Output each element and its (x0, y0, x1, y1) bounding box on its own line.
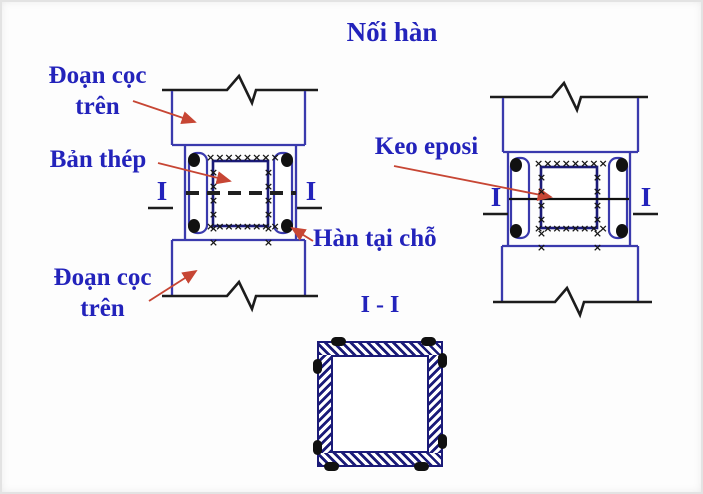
break-symbol-top-right (490, 80, 648, 114)
hatch-band-top (319, 343, 441, 355)
weld-x-marks-top: ×××××××× (206, 151, 280, 164)
label-lower-pile-line2: trên (80, 294, 125, 322)
section-view-square (313, 337, 447, 471)
label-upper-pile-line1: Đoạn cọc (48, 62, 147, 89)
corner-weld-blob (324, 462, 339, 471)
upper-pile-outline-left (170, 91, 307, 147)
weld-x-marks-right: ×××××× (262, 166, 275, 250)
lower-pile-outline-right (500, 244, 640, 302)
weld-blob (281, 153, 293, 167)
label-steel-plate: Bản thép (49, 146, 147, 173)
page-title: Nối hàn (346, 17, 438, 47)
arrow-epoxy (393, 165, 553, 201)
weld-x-marks-bottom: ×××××××× (534, 222, 608, 235)
section-marker-I-right1: I (305, 176, 317, 206)
upper-pile-outline-right (501, 98, 640, 154)
hatch-band-left (319, 355, 331, 453)
weld-x-marks-bottom: ×××××××× (206, 220, 280, 233)
weld-blob (281, 219, 293, 233)
weld-x-marks-right: ×××××× (591, 171, 604, 255)
weld-blob (188, 153, 200, 167)
break-symbol-top-left (162, 73, 318, 107)
weld-x-marks-top: ×××××××× (534, 157, 608, 170)
lower-pile-outline-left (170, 238, 307, 296)
label-upper-pile-line2: trên (75, 92, 120, 120)
break-symbol-bottom-left (162, 279, 318, 313)
section-view-title: I - I (360, 292, 400, 318)
label-lower-pile-line1: Đoạn cọc (53, 264, 152, 291)
weld-x-marks-left: ×××××× (207, 166, 220, 250)
weld-blob (510, 158, 522, 172)
section-marker-I-right2: I (640, 182, 652, 212)
weld-x-marks-left: ×××××× (535, 171, 548, 255)
break-symbol-bottom-right (493, 285, 652, 319)
corner-weld-blob (438, 353, 447, 368)
hatch-band-right (429, 355, 441, 453)
splice-collar-right (506, 152, 632, 246)
weld-blob (616, 224, 628, 238)
section-marker-I-left2: I (490, 182, 502, 212)
weld-blob (616, 158, 628, 172)
corner-weld-blob (313, 359, 322, 374)
right-diagram (483, 80, 658, 319)
label-upper-pile: Đoạn cọc trên (30, 61, 165, 122)
hatch-band-bottom (319, 453, 441, 465)
corner-weld-blob (313, 440, 322, 455)
corner-weld-blob (438, 434, 447, 449)
arrow-weld-in-place (290, 226, 314, 242)
weld-blob (510, 224, 522, 238)
weld-blob (188, 219, 200, 233)
label-weld-in-place: Hàn tại chỗ (313, 225, 437, 252)
corner-weld-blob (331, 337, 346, 346)
label-lower-pile: Đoạn cọc trên (35, 263, 170, 324)
left-diagram (148, 73, 322, 313)
label-epoxy-glue: Keo eposi (374, 133, 479, 160)
arrow-lower-pile (148, 269, 198, 302)
arrow-upper-pile (132, 100, 197, 125)
section-marker-I-left1: I (156, 176, 168, 206)
arrow-steel-plate (157, 162, 232, 185)
corner-weld-blob (414, 462, 429, 471)
leader-arrows (132, 100, 553, 302)
pile-core (331, 355, 429, 453)
corner-weld-blob (421, 337, 436, 346)
